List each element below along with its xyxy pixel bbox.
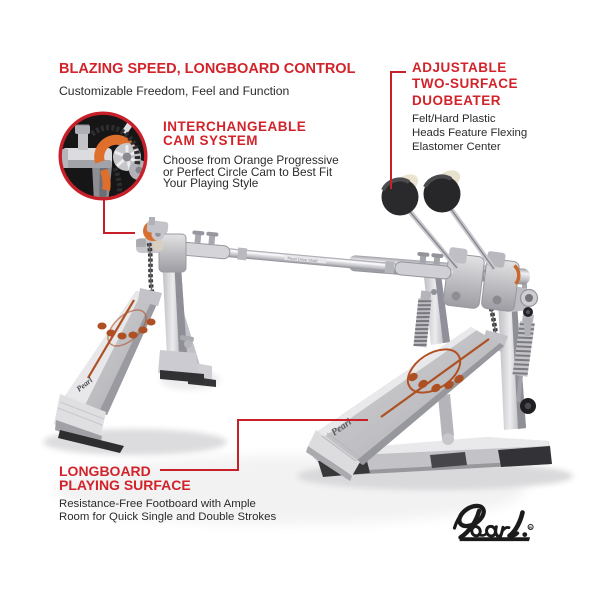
svg-text:Pearl Drive Shaft: Pearl Drive Shaft [287,256,318,264]
svg-text:R: R [529,525,532,530]
